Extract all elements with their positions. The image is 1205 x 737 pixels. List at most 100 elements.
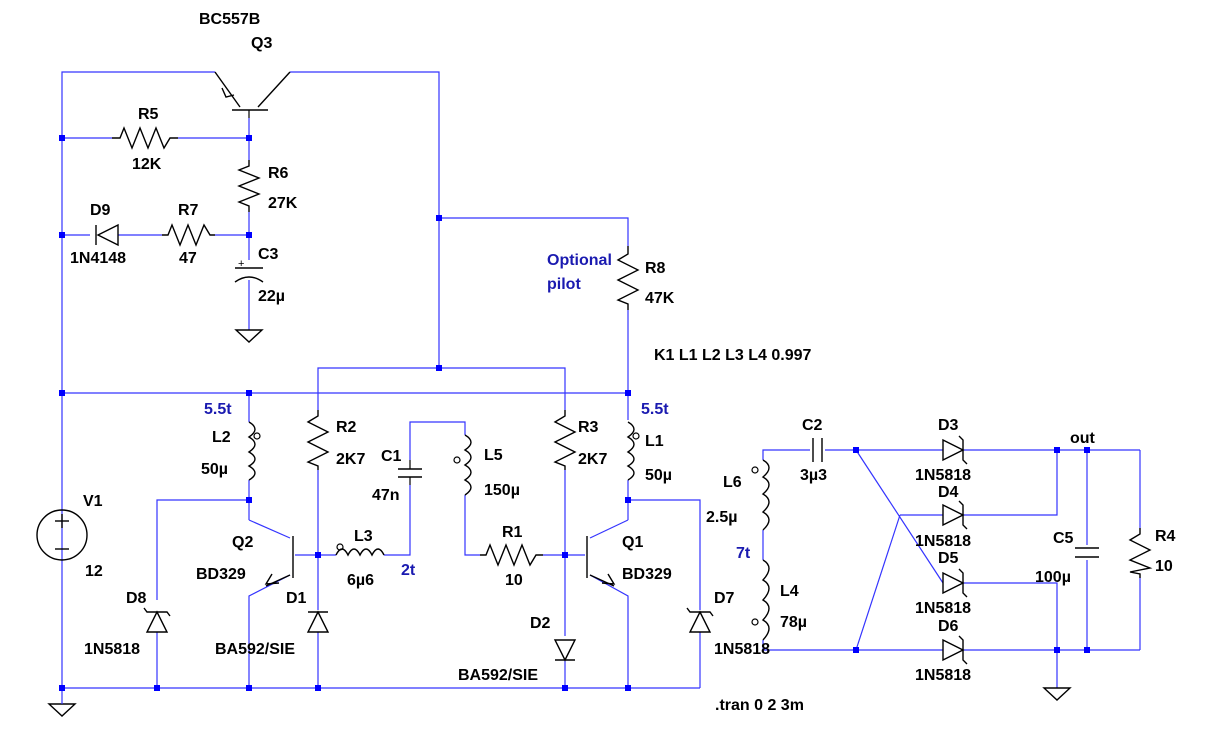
l3-inductor-symbol — [335, 548, 385, 557]
d9-type-label: 1N4148 — [70, 250, 126, 267]
r5-resistor-symbol — [112, 126, 178, 150]
d4-type-label: 1N5818 — [915, 533, 971, 550]
q1-transistor-symbol — [586, 536, 616, 587]
v1-source-symbol — [36, 509, 88, 561]
r6-resistor-symbol — [237, 160, 261, 212]
net-out-label: out — [1070, 430, 1096, 447]
r3-resistor-symbol — [553, 410, 577, 470]
junctions — [59, 135, 1090, 691]
l2-inductor-symbol — [247, 421, 256, 481]
q2-ref-label: Q2 — [232, 534, 253, 551]
d5-type-label: 1N5818 — [915, 600, 971, 617]
r1-resistor-symbol — [480, 543, 543, 567]
l3-turns-label: 2t — [401, 562, 416, 579]
r8-value-label: 47K — [645, 290, 675, 307]
c5-capacitor-symbol — [1075, 547, 1099, 558]
d2-type-label: BA592/SIE — [458, 667, 538, 684]
r6-value-label: 27K — [268, 195, 298, 212]
l2-value-label: 50µ — [201, 461, 228, 478]
r7-value-label: 47 — [179, 250, 197, 267]
l4-ref-label: L4 — [780, 583, 799, 600]
d1-diode-symbol — [306, 610, 330, 633]
c3-plus-label: + — [238, 258, 244, 270]
d2-ref-label: D2 — [530, 615, 551, 632]
d4-diode-symbol — [942, 500, 968, 530]
d3-type-label: 1N5818 — [915, 467, 971, 484]
l6-ref-label: L6 — [723, 474, 742, 491]
r6-ref-label: R6 — [268, 165, 289, 182]
r7-ref-label: R7 — [178, 202, 199, 219]
l1-inductor-symbol — [626, 421, 635, 481]
l2-ref-label: L2 — [212, 429, 231, 446]
r1-value-label: 10 — [505, 572, 523, 589]
coupling-directive: K1 L1 L2 L3 L4 0.997 — [654, 347, 812, 364]
d9-ref-label: D9 — [90, 202, 111, 219]
d8-ref-label: D8 — [126, 590, 147, 607]
d2-diode-symbol — [553, 639, 577, 662]
r4-ref-label: R4 — [1155, 528, 1176, 545]
d1-ref-label: D1 — [286, 590, 307, 607]
l1-value-label: 50µ — [645, 467, 672, 484]
c5-ref-label: C5 — [1053, 530, 1074, 547]
d6-type-label: 1N5818 — [915, 667, 971, 684]
l4-turns-label: 7t — [736, 545, 751, 562]
d8-type-label: 1N5818 — [84, 641, 140, 658]
r8-note-line2: pilot — [547, 276, 581, 293]
q3-transistor-symbol — [214, 71, 291, 118]
l5-value-label: 150µ — [484, 482, 520, 499]
r8-resistor-symbol — [616, 246, 640, 310]
d3-ref-label: D3 — [938, 417, 959, 434]
c2-capacitor-symbol — [812, 438, 823, 462]
ground-symbol-main — [47, 703, 77, 717]
l5-inductor-symbol — [463, 434, 472, 496]
l2-turns-label: 5.5t — [204, 401, 232, 418]
d1-type-label: BA592/SIE — [215, 641, 295, 658]
r3-ref-label: R3 — [578, 419, 599, 436]
ground-symbol-output — [1042, 687, 1072, 701]
c1-ref-label: C1 — [381, 448, 402, 465]
l1-ref-label: L1 — [645, 433, 664, 450]
r4-resistor-symbol — [1128, 528, 1153, 578]
l6-inductor-symbol — [761, 459, 770, 531]
c5-value-label: 100µ — [1035, 569, 1071, 586]
q2-type-label: BD329 — [196, 566, 246, 583]
c1-value-label: 47n — [372, 487, 400, 504]
c3-value-label: 22µ — [258, 288, 285, 305]
d3-diode-symbol — [942, 435, 968, 465]
ground-symbol-c3 — [234, 329, 264, 343]
r3-value-label: 2K7 — [578, 451, 607, 468]
l5-ref-label: L5 — [484, 447, 503, 464]
d7-type-label: 1N5818 — [714, 641, 770, 658]
wires — [61, 71, 1141, 689]
v1-ref-label: V1 — [83, 493, 103, 510]
r2-value-label: 2K7 — [336, 451, 365, 468]
r1-ref-label: R1 — [502, 524, 523, 541]
l1-turns-label: 5.5t — [641, 401, 669, 418]
c2-value-label: 3µ3 — [800, 467, 827, 484]
c3-ref-label: C3 — [258, 246, 279, 263]
d6-diode-symbol — [942, 635, 968, 665]
l6-value-label: 2.5µ — [706, 509, 737, 526]
r8-ref-label: R8 — [645, 260, 666, 277]
r5-value-label: 12K — [132, 156, 162, 173]
d4-ref-label: D4 — [938, 484, 959, 501]
q1-type-label: BD329 — [622, 566, 672, 583]
c1-capacitor-symbol — [398, 460, 422, 485]
l4-inductor-symbol — [761, 559, 770, 641]
q1-ref-label: Q1 — [622, 534, 643, 551]
l3-ref-label: L3 — [354, 528, 373, 545]
r2-resistor-symbol — [306, 410, 330, 470]
r2-ref-label: R2 — [336, 419, 357, 436]
d8-diode-symbol — [143, 607, 171, 633]
q3-ref-label: Q3 — [251, 35, 272, 52]
d5-ref-label: D5 — [938, 550, 959, 567]
v1-value-label: 12 — [85, 563, 103, 580]
d7-ref-label: D7 — [714, 590, 735, 607]
l3-value-label: 6µ6 — [347, 572, 374, 589]
c3-capacitor-symbol — [234, 267, 264, 283]
tran-directive: .tran 0 2 3m — [715, 697, 804, 714]
d6-ref-label: D6 — [938, 618, 959, 635]
c2-ref-label: C2 — [802, 417, 823, 434]
d5-diode-symbol — [942, 568, 968, 598]
